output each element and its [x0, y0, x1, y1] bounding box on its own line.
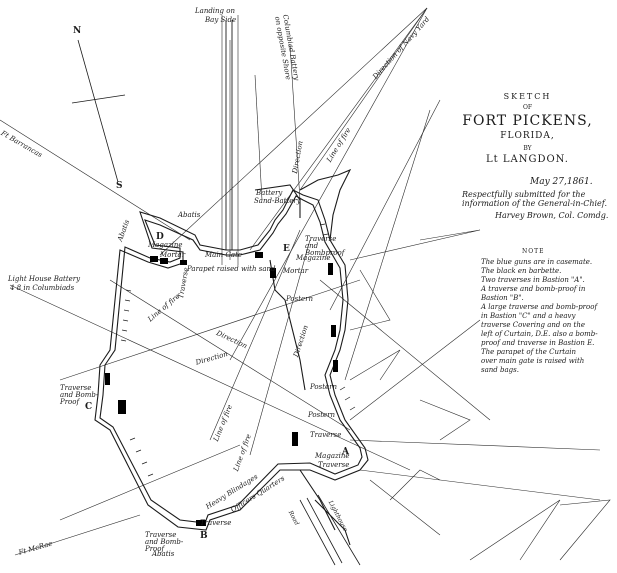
bottom-road — [299, 494, 361, 566]
range-triangles — [349, 229, 611, 561]
label-light-house: Light House Battery — [8, 275, 81, 283]
label-postern-1: Postern — [286, 295, 314, 303]
note-line: left of Curtain, D.E. also a bomb- — [481, 330, 598, 338]
note-line: The blue guns are in casemate. — [481, 258, 593, 266]
label-abatis-top: Abatis — [178, 211, 201, 219]
label-main-gate: Main Gate — [205, 251, 243, 259]
label-postern-2: Postern — [310, 383, 338, 391]
label-parapet: Parapet raised with sand — [187, 265, 276, 273]
bastion-d-label: D — [156, 232, 164, 242]
label-abatis-bottom: Abatis — [152, 550, 175, 558]
bastion-c-label: C — [85, 402, 93, 412]
label-traverse-c: Traverse and Bomb-Proof — [60, 384, 99, 406]
title-date: May 27,1861. — [530, 177, 593, 187]
label-traverse-a-1: Traverse — [310, 431, 342, 439]
note-line: traverse Covering and on the — [481, 321, 586, 329]
label-landing-2: Bay Side — [205, 16, 237, 24]
bastion-a-label: A — [342, 447, 349, 457]
label-mortar-e: Mortar — [283, 267, 309, 275]
title-author: Lt LANGDON. — [486, 154, 569, 165]
label-traverse-e: Traverse and Bombproof — [305, 235, 345, 257]
title-of: OF — [522, 104, 533, 111]
label-postern-3: Postern — [308, 411, 336, 419]
note-line: over main gate is raised with — [481, 357, 585, 365]
note-line: Bastion "B". — [481, 294, 524, 302]
bastion-e-label: E — [283, 244, 290, 254]
title-sketch: SKETCH — [503, 92, 552, 101]
label-magazine-d: Magazine — [148, 241, 183, 249]
label-traverse-b-2: Traverse and Bomb-Proof — [145, 531, 184, 553]
note-line: sand bags. — [481, 366, 519, 374]
label-traverse-b: Traverse — [200, 519, 232, 527]
direction-lines — [0, 7, 601, 556]
title-by: BY — [523, 145, 532, 152]
fort-outline — [94, 168, 369, 546]
title-fort: FORT PICKENS, — [462, 113, 593, 129]
note-lines: The blue guns are in casemate.The black … — [481, 258, 615, 375]
label-traverse-a-2: Traverse — [318, 461, 350, 469]
note-line: A large traverse and bomb-proof — [481, 303, 598, 311]
note-line: The parapet of the Curtain — [481, 348, 577, 356]
label-light-house-2: 4 8 in Columbiads — [10, 284, 75, 292]
note-heading: NOTE — [522, 248, 545, 255]
title-submitted-1: Respectfully submitted for the — [462, 190, 586, 199]
label-mortar-d: Mortar — [160, 251, 186, 259]
gun-emplacements — [105, 252, 338, 526]
note-line: proof and traverse in Bastion E. — [481, 339, 595, 347]
label-battery-nw: Battery — [256, 189, 283, 197]
note-line: Two traverses in Bastion "A". — [481, 276, 585, 284]
compass-south-label: S — [116, 181, 123, 191]
title-signature: Harvey Brown, Col. Comdg. — [495, 211, 609, 220]
note-line: in Bastion "C" and a heavy — [481, 312, 576, 320]
compass-north-label: N — [73, 26, 82, 36]
compass-rose — [71, 39, 126, 183]
label-magazine-e: Magazine — [296, 254, 331, 262]
note-line: The black en barbette. — [481, 267, 562, 275]
title-state: FLORIDA, — [500, 131, 555, 141]
title-submitted-2: information of the General-in-Chief. — [462, 199, 607, 208]
label-magazine-a: Magazine — [315, 452, 350, 460]
barbette-ticks — [120, 223, 356, 477]
bastion-b-label: B — [200, 531, 208, 541]
label-sand-battery: Sand-Battery — [254, 197, 301, 205]
label-landing: Landing on — [195, 7, 235, 15]
note-line: A traverse and bomb-proof in — [481, 285, 586, 293]
landing-pier — [225, 20, 233, 250]
